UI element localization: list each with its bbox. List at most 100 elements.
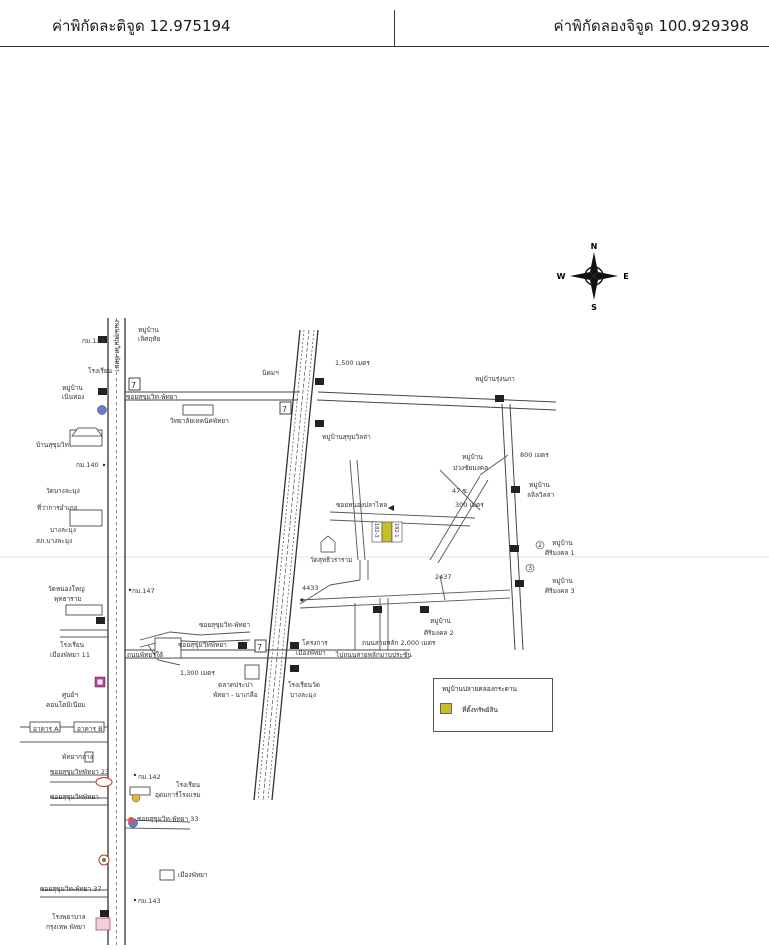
seven-eleven-text: 7 7 7 [131,381,287,652]
building-b-label: อาคาร B [77,725,103,733]
longitude-label: ค่าพิกัดลองจิจูด 100.929398 [553,17,749,35]
village-c-label: หมู่บ้าน [430,617,451,625]
village-b-label-2: ลลิลวิลล่า [527,491,555,499]
college-label: วิทยาลัยเทคนิคพัทยา [170,417,229,425]
village-c-label-2: ศิริมงคล 2 [424,629,454,637]
number-2-label: 2 [538,541,543,549]
village-b-label: หมู่บ้าน [529,481,550,489]
compass-n: N [591,242,598,251]
hospital-b-label: โรงพยาบาล [52,913,86,921]
soi-sukhumvit-top-label: ซอยสุขุมวิท-พัทยา [126,393,178,401]
compass-arrow-south [590,276,598,300]
soi-a-label: ซอยสุขุมวิท-พัทยา [199,621,251,629]
plot-c-label: 182-1 [393,523,399,538]
compass-s: S [591,303,597,312]
village-nern-label-2: เนินทอง [62,393,85,401]
district-office-label-2: บางละมุง [50,526,76,534]
hospital-label: โครงการ [302,639,328,647]
lotus-label-2: คอนโดมิเนียม [46,701,86,709]
wat-lumsawat-label: วัดบางละมุง [46,487,80,495]
school-muang-label-2: เมืองพัทยา 11 [50,651,90,659]
school-muang-label: โรงเรียน [60,641,85,649]
svg-text:7: 7 [131,381,136,390]
hotel-label-2: อุดมการ์โรงแรม [155,791,201,799]
km143-label: กม.143 [138,897,161,905]
gas-station-icon [97,405,141,866]
police-label: สภ.บางละมุง [36,537,73,545]
wat-label: วัดสุทธิวราราม [310,556,353,564]
sukhumvit-road [107,318,126,945]
property-plots [371,521,403,543]
hospital-b-label-2: กรุงเทพ พัทยา [46,923,86,931]
distance-800-label: 800 เมตร [520,451,549,459]
soi-b-label: ซอยสุขุมวิทพัทยา [50,793,99,801]
soi-c-label: ซอยสุขุมวิท-พัทยา 33 [137,815,199,823]
distance-1300-label: 1,300 เมตร [180,669,215,677]
seven-eleven-icon [128,377,292,653]
village-sila3-label-2: ศิริมงคล 3 [545,587,575,595]
wat-nongyai-label: วัดหนองใหญ่ [48,585,85,593]
tesco-icon [94,676,106,688]
pattaya-klang-label: พัทยากลาง [62,753,93,761]
bang-school-label: โรงเรียนวัด [288,681,320,689]
km-marker [102,340,304,902]
svg-text:7: 7 [282,405,287,414]
soi-kaew-label: ซอยสุขุมวิทพัทยา 23 [50,768,110,776]
compass-e: E [623,272,628,281]
map-legend: หมู่บ้านปลายคลองกระดาน ที่ตั้งทรัพย์สิน [433,678,553,732]
compass-arrow-east [594,272,618,280]
distance-1500-label: 1,500 เมตร [335,359,370,367]
number-marker [525,540,545,573]
distance-300-label: 300 เมตร [455,501,484,509]
compass-rose: N S E W [557,242,629,312]
legend-property-swatch [440,703,452,714]
to-map-road-label: ไปถนนสายหลักมาบประชัน [336,651,412,659]
soi-chaiyaphruek-label: ซอยสุขุมวิทพัทยา [178,641,227,649]
svg-text:7: 7 [257,643,262,652]
village-a-label: หมู่บ้าน [462,453,483,461]
village-nern-label: หมู่บ้าน [62,384,83,392]
lotus-label: ศูนย์ฯ [62,691,79,699]
km133-label: กม.133 [82,337,105,345]
distance-2000-label: ถนนสายหลัก 2,000 เมตร [362,639,436,647]
ptt-label: บ้านสุขุมวิท [36,441,69,449]
soi-47-label: 47 ซ. [452,487,469,495]
esso-icon [95,777,113,787]
sukhumvit-road-label: ถนนสุขุมวิท-พัทยา [113,320,121,372]
header-divider [394,10,395,46]
direction-arrow [388,505,394,511]
number-3-label: 3 [528,564,533,572]
water-supply-label-2: พัทยา - นาเกลือ [213,691,258,699]
village-marker-icon [96,336,524,917]
compass-arrow-north [590,252,598,276]
village-lert-label-2: เลิศฤทัย [138,335,161,343]
compass-arrow-west [570,272,594,280]
hospital-icon [95,917,111,931]
hotel-label: โรงเรียน [176,781,201,789]
nikom-label: นิคมฯ [262,369,279,377]
wat-nongyai-label-2: พุทธาราม [54,595,82,603]
village-lert-label: หมู่บ้าน [138,326,159,334]
building-a-label: อาคาร A [33,725,59,733]
top-road [125,391,557,411]
village-sila1-label-2: ศิริมงคล 1 [545,549,575,557]
water-supply-label: ตลาดประปา [218,681,253,689]
muang-label: เมืองพัทยา [178,871,208,879]
diagonal-highway [253,329,319,801]
road-2437-label: 2437 [435,573,452,581]
village-a-label-2: ม่วงชัยมงคล [453,464,489,472]
right-road [501,403,524,651]
coordinates-header: ค่าพิกัดละติจูด 12.975194 ค่าพิกัดลองจิจ… [0,0,769,47]
km140-label: กม.140 [76,461,99,469]
soi-nongplalai-label: ซอยหนองปลาไหล [336,501,388,509]
district-office-label: ที่ว่าการอำเภอ [37,504,78,512]
road-433-label: 4433 [302,584,319,592]
bang-school-label-2: บางละมุง [290,691,316,699]
road-pattaya-label: ถนนพัทยาใต้ [127,651,164,659]
village-sukhumvit-label: หมู่บ้านสุขุมวิลล่า [322,433,371,441]
plot-a-label: 182-3 [373,523,379,538]
village-mayfair-label: หมู่บ้านรุ่งนภา [475,375,515,383]
latitude-label: ค่าพิกัดละติจูด 12.975194 [52,17,231,35]
curved-soi [139,631,251,666]
